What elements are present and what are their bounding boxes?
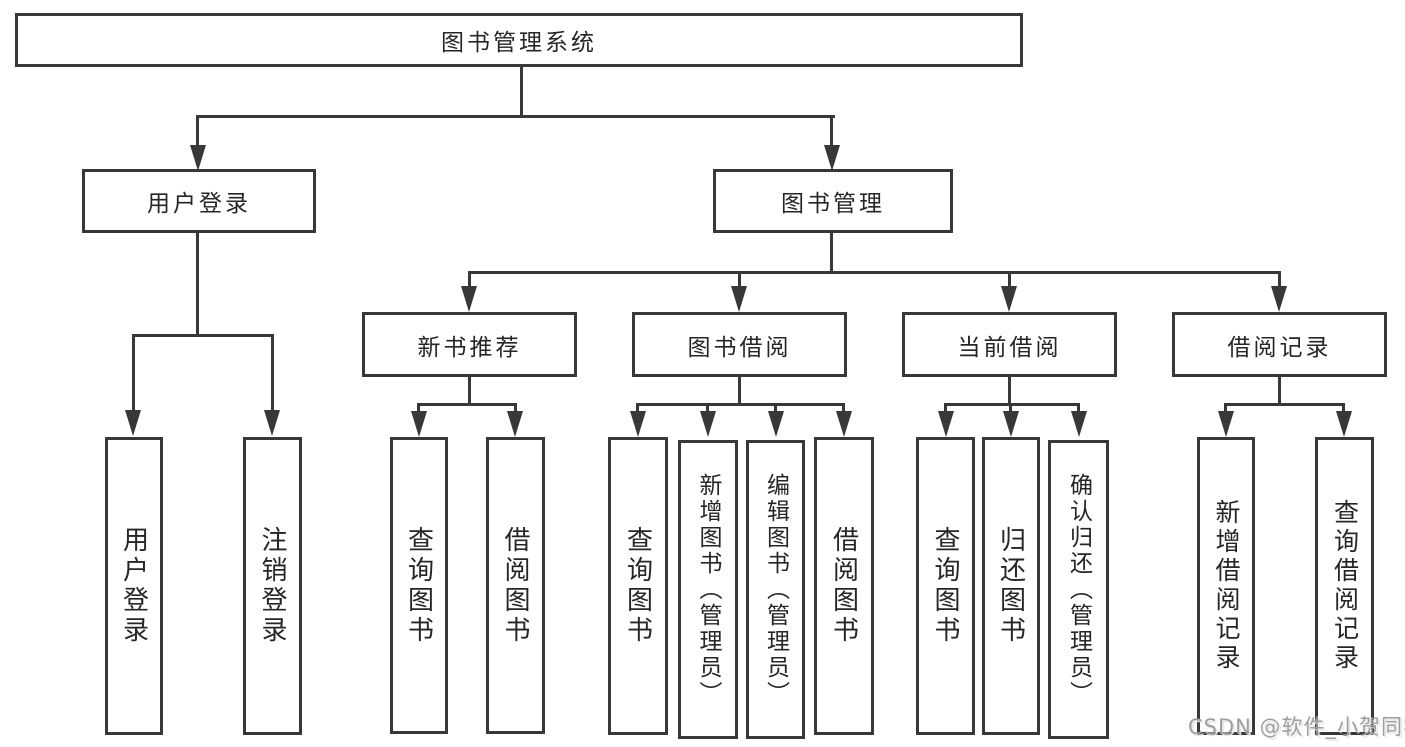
node-root: 图书管理系统 [15, 13, 1023, 67]
connector-line [738, 273, 741, 288]
connector-line [417, 405, 420, 413]
node-book-management-label: 图书管理 [781, 191, 885, 217]
node-borrowing-records: 借阅记录 [1172, 312, 1387, 377]
arrow-down-icon [507, 411, 523, 437]
arrow-down-icon [125, 410, 141, 436]
connector-line [468, 273, 471, 288]
node-book-borrowing-label: 图书借阅 [687, 334, 792, 361]
node-new-book-recommendation: 新书推荐 [362, 312, 577, 377]
node-current-borrowing-label: 当前借阅 [957, 334, 1062, 361]
leaf-confirm-return-admin-label: 确认归还（管理员） [1065, 472, 1092, 707]
leaf-borrow-books-recommend-label: 借阅图书 [500, 525, 530, 646]
leaf-edit-book-admin: 编辑图书（管理员） [746, 440, 805, 739]
connector-line [830, 117, 833, 149]
leaf-query-borrow-record-label: 查询借阅记录 [1330, 499, 1360, 673]
arrow-down-icon [824, 145, 840, 171]
connector-line [636, 405, 639, 413]
leaf-edit-book-admin-label: 编辑图书（管理员） [762, 472, 789, 707]
connector-line [271, 336, 274, 410]
arrow-down-icon [731, 286, 747, 312]
node-new-book-recommendation-label: 新书推荐 [417, 334, 522, 361]
connector-line [1008, 273, 1011, 288]
connector-line [1278, 377, 1281, 404]
connector-line [636, 403, 845, 406]
arrow-down-icon [938, 411, 954, 437]
node-root-label: 图书管理系统 [441, 30, 597, 56]
connector-line [417, 403, 517, 406]
connector-line [830, 233, 833, 273]
arrow-down-icon [768, 411, 784, 437]
connector-line [944, 405, 947, 413]
arrow-down-icon [1003, 411, 1019, 437]
leaf-add-book-admin: 新增图书（管理员） [678, 440, 738, 739]
leaf-query-books-borrowing-label: 查询图书 [622, 526, 653, 646]
connector-line [944, 403, 1080, 406]
leaf-user-login-label: 用户登录 [118, 526, 149, 646]
arrow-down-icon [190, 145, 206, 171]
leaf-query-books-recommend: 查询图书 [390, 437, 448, 734]
connector-line [842, 405, 845, 413]
arrow-down-icon [411, 411, 427, 437]
arrow-down-icon [264, 410, 280, 436]
leaf-query-books-recommend-label: 查询图书 [403, 525, 434, 646]
node-book-borrowing: 图书借阅 [632, 312, 847, 377]
connector-line [1077, 405, 1080, 413]
arrow-down-icon [836, 411, 852, 437]
leaf-logout-label: 注销登录 [257, 526, 287, 646]
leaf-query-books-current-label: 查询图书 [930, 526, 960, 646]
leaf-return-book: 归还图书 [982, 437, 1040, 735]
connector-line [1009, 405, 1012, 413]
connector-line [520, 67, 523, 117]
connector-line [706, 405, 709, 413]
connector-line [132, 334, 274, 337]
leaf-borrow-books-borrowing-label: 借阅图书 [828, 526, 859, 646]
leaf-query-borrow-record: 查询借阅记录 [1315, 437, 1374, 735]
leaf-user-login: 用户登录 [105, 437, 163, 735]
leaf-query-books-borrowing: 查询图书 [608, 437, 668, 735]
connector-line [196, 115, 835, 118]
arrow-down-icon [1271, 286, 1287, 312]
leaf-confirm-return-admin: 确认归还（管理员） [1048, 440, 1109, 739]
node-user-login: 用户登录 [82, 169, 316, 233]
leaf-query-books-current: 查询图书 [916, 437, 975, 735]
connector-line [774, 405, 777, 413]
csdn-watermark: CSDN @软件_小贺同学 [1188, 715, 1405, 739]
arrow-down-icon [1336, 411, 1352, 437]
connector-line [1008, 377, 1011, 404]
leaf-borrow-books-recommend: 借阅图书 [486, 437, 545, 734]
arrow-down-icon [700, 411, 716, 437]
connector-line [1224, 403, 1345, 406]
leaf-add-book-admin-label: 新增图书（管理员） [695, 472, 721, 707]
leaf-return-book-label: 归还图书 [995, 526, 1026, 646]
leaf-logout: 注销登录 [243, 437, 302, 735]
arrow-down-icon [1071, 411, 1087, 437]
connector-line [468, 377, 471, 404]
connector-line [132, 336, 135, 410]
node-borrowing-records-label: 借阅记录 [1227, 334, 1332, 361]
connector-line [1278, 273, 1281, 288]
connector-line [1224, 405, 1227, 413]
connector-line [1342, 405, 1345, 413]
arrow-down-icon [1218, 411, 1234, 437]
connector-line [738, 377, 741, 404]
leaf-borrow-books-borrowing: 借阅图书 [814, 437, 874, 735]
arrow-down-icon [461, 286, 477, 312]
connector-line [514, 405, 517, 413]
arrow-down-icon [1001, 286, 1017, 312]
node-current-borrowing: 当前借阅 [902, 312, 1117, 377]
connector-line [196, 233, 199, 335]
node-book-management: 图书管理 [713, 169, 953, 233]
leaf-add-borrow-record: 新增借阅记录 [1197, 437, 1255, 735]
leaf-add-borrow-record-label: 新增借阅记录 [1212, 499, 1241, 673]
arrow-down-icon [630, 411, 646, 437]
connector-line [468, 271, 1281, 274]
node-user-login-label: 用户登录 [147, 191, 251, 217]
connector-line [196, 117, 199, 149]
